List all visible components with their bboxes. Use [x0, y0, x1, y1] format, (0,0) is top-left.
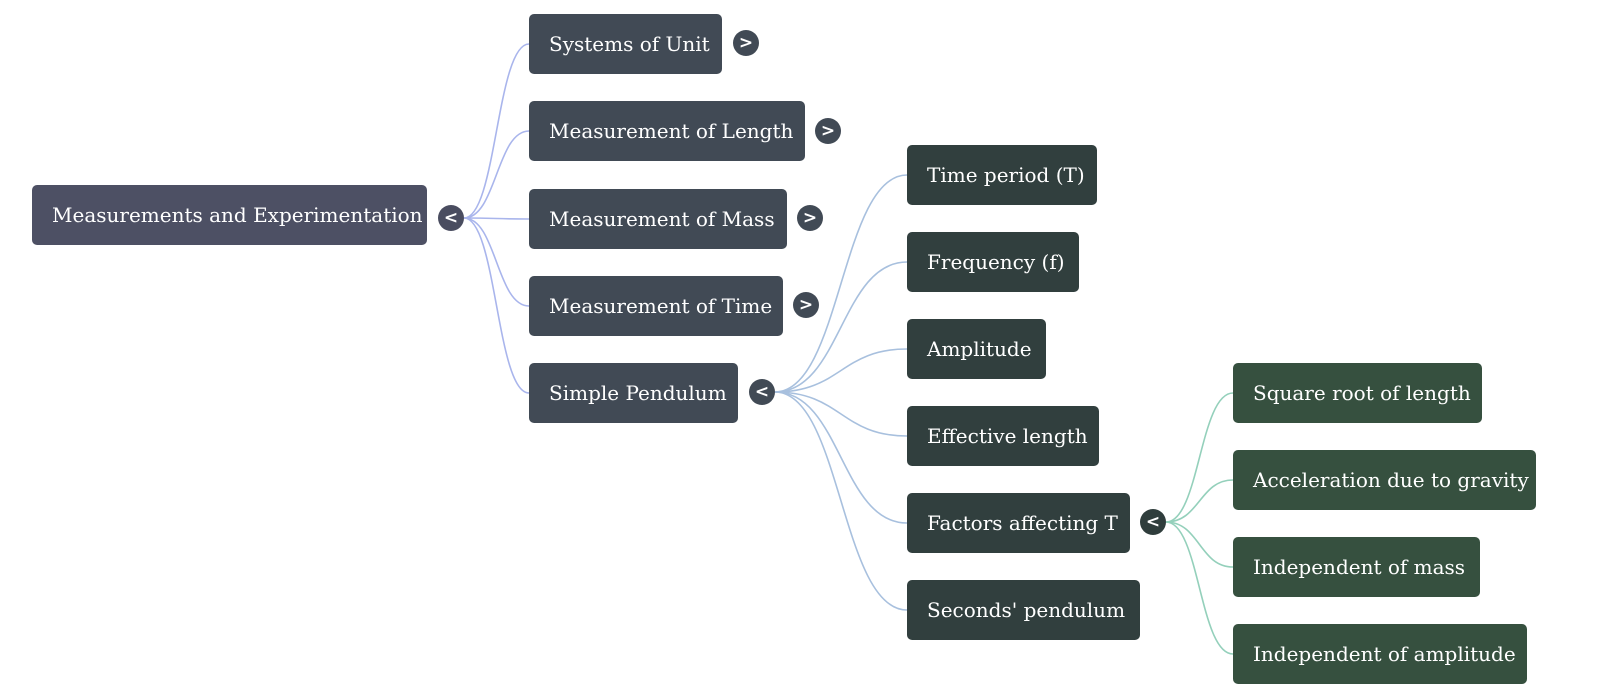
node-amplitude[interactable]: Amplitude [907, 319, 1046, 379]
link-pendulum-child-0 [774, 174, 908, 393]
expand-toggle-measurement-of-length[interactable]: > [815, 118, 841, 144]
link-root-branch-4 [463, 217, 530, 394]
expand-toggle-measurement-of-mass[interactable]: > [797, 205, 823, 231]
link-factors-child-2 [1165, 521, 1234, 568]
link-pendulum-child-2 [774, 348, 908, 393]
link-root-branch-3 [463, 217, 530, 307]
node-frequency[interactable]: Frequency (f) [907, 232, 1079, 292]
link-factors-child-1 [1165, 479, 1234, 523]
node-factors-affecting-t[interactable]: Factors affecting T [907, 493, 1130, 553]
collapse-toggle-factors-affecting-t[interactable]: < [1140, 509, 1166, 535]
node-seconds-pendulum[interactable]: Seconds' pendulum [907, 580, 1140, 640]
expand-toggle-measurement-of-time[interactable]: > [793, 292, 819, 318]
node-acceleration-due-to-gravity[interactable]: Acceleration due to gravity [1233, 450, 1536, 510]
node-independent-of-amplitude[interactable]: Independent of amplitude [1233, 624, 1527, 684]
link-factors-child-3 [1165, 521, 1234, 655]
link-root-branch-0 [463, 43, 530, 219]
branch-measurement-of-mass[interactable]: Measurement of Mass [529, 189, 787, 249]
node-independent-of-mass[interactable]: Independent of mass [1233, 537, 1480, 597]
node-time-period[interactable]: Time period (T) [907, 145, 1097, 205]
link-root-branch-1 [463, 130, 530, 219]
link-pendulum-child-5 [774, 391, 908, 611]
branch-simple-pendulum[interactable]: Simple Pendulum [529, 363, 738, 423]
node-square-root-of-length[interactable]: Square root of length [1233, 363, 1482, 423]
link-root-branch-2 [463, 217, 530, 220]
branch-systems-of-unit[interactable]: Systems of Unit [529, 14, 722, 74]
collapse-toggle-simple-pendulum[interactable]: < [749, 379, 775, 405]
root-collapse-toggle[interactable]: < [438, 205, 464, 231]
link-factors-child-0 [1165, 392, 1234, 523]
expand-toggle-systems-of-unit[interactable]: > [733, 30, 759, 56]
branch-measurement-of-length[interactable]: Measurement of Length [529, 101, 805, 161]
root-node[interactable]: Measurements and Experimentation [32, 185, 427, 245]
link-pendulum-child-4 [774, 391, 908, 524]
link-pendulum-child-1 [774, 261, 908, 393]
branch-measurement-of-time[interactable]: Measurement of Time [529, 276, 783, 336]
node-effective-length[interactable]: Effective length [907, 406, 1099, 466]
link-pendulum-child-3 [774, 391, 908, 437]
